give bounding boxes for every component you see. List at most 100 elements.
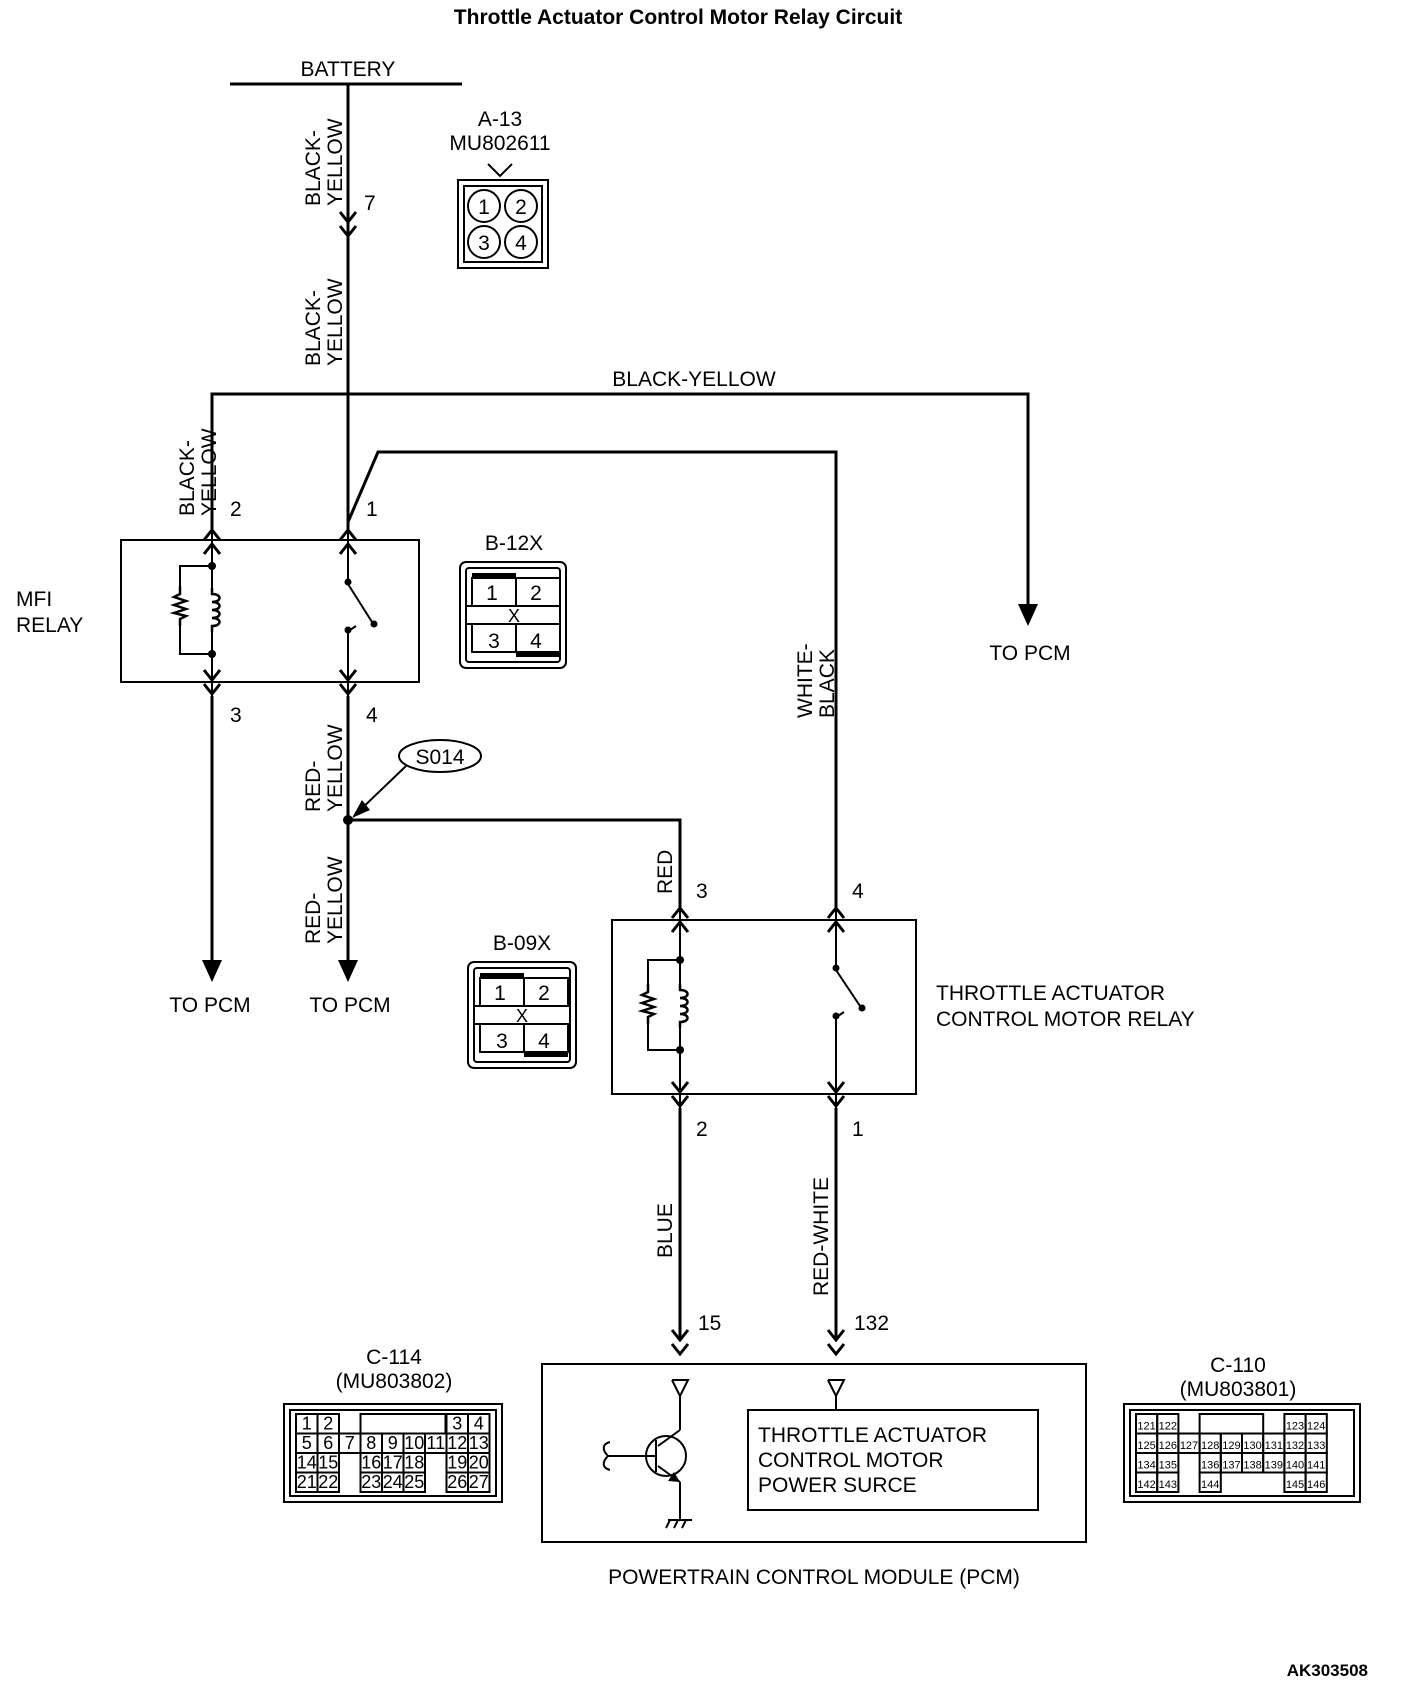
to-pcm-arrow-right bbox=[338, 960, 358, 982]
red-branch-label: RED bbox=[654, 850, 677, 894]
svg-text:YELLOW: YELLOW bbox=[324, 856, 347, 944]
mfi-pin-1: 1 bbox=[366, 498, 378, 521]
a13-pin: 1 bbox=[478, 196, 490, 219]
mfi-pin-2: 2 bbox=[230, 498, 242, 521]
svg-text:BLACK-: BLACK- bbox=[176, 440, 199, 516]
connector-pin-label: 133 bbox=[1307, 1440, 1325, 1452]
connector-pin-label: 142 bbox=[1137, 1479, 1155, 1491]
connector-pin-label: 2 bbox=[323, 1414, 333, 1434]
connector-pin-label: 4 bbox=[474, 1414, 484, 1434]
battery-pin-7: 7 bbox=[364, 192, 376, 215]
connector-pin-label: 144 bbox=[1201, 1479, 1219, 1491]
connector-pin-label: 19 bbox=[447, 1453, 467, 1473]
tac-relay-coil bbox=[640, 908, 689, 1108]
svg-text:YELLOW: YELLOW bbox=[198, 428, 221, 516]
connector-b12x: 1 2 X 3 4 bbox=[459, 561, 567, 669]
connector-pin-label: 125 bbox=[1137, 1440, 1155, 1452]
svg-text:RED: RED bbox=[654, 850, 677, 894]
red-yellow-upper-label: RED- YELLOW bbox=[302, 724, 347, 812]
pcm-inner-line-2: CONTROL MOTOR bbox=[758, 1449, 944, 1472]
connector-pin-label: 21 bbox=[297, 1472, 317, 1492]
connector-pin-label: 138 bbox=[1243, 1460, 1261, 1472]
connector-pin-label: 20 bbox=[469, 1453, 489, 1473]
connector-b09x: 1 2 X 3 4 bbox=[467, 961, 577, 1069]
battery-wire-upper-label: BLACK- YELLOW bbox=[302, 118, 347, 206]
pcm-transistor bbox=[602, 1379, 692, 1529]
connector-b09x-name: B-09X bbox=[493, 932, 551, 955]
pcm-pin-15: 15 bbox=[698, 1312, 721, 1335]
connector-pin-label: 123 bbox=[1286, 1421, 1304, 1433]
document-id: AK303508 bbox=[1287, 1661, 1368, 1680]
connector-pin-label: 13 bbox=[469, 1433, 489, 1453]
pcm-box bbox=[541, 1363, 1087, 1543]
black-yellow-bus bbox=[210, 392, 1030, 604]
pcm-pin-132: 132 bbox=[854, 1312, 889, 1335]
svg-text:RELAY: RELAY bbox=[16, 614, 83, 637]
svg-text:2: 2 bbox=[538, 982, 550, 1005]
svg-text:4: 4 bbox=[530, 630, 542, 653]
tac-relay-box bbox=[611, 919, 917, 1095]
connector-pin-label: 6 bbox=[323, 1433, 333, 1453]
connector-pin-label: 132 bbox=[1286, 1440, 1304, 1452]
svg-text:3: 3 bbox=[488, 630, 500, 653]
connector-pin-label: 124 bbox=[1307, 1421, 1325, 1433]
white-black-label: WHITE- BLACK bbox=[794, 643, 839, 718]
to-pcm-bus: TO PCM bbox=[989, 642, 1070, 665]
svg-text:BLACK-: BLACK- bbox=[302, 130, 325, 206]
connector-pin-cell bbox=[402, 1471, 426, 1493]
connector-pin-label: 10 bbox=[404, 1433, 424, 1453]
connector-pin-label: 23 bbox=[361, 1472, 381, 1492]
tac-pin-1: 1 bbox=[852, 1118, 864, 1141]
red-white-wire-label: RED-WHITE bbox=[810, 1177, 833, 1296]
connector-pin-label: 130 bbox=[1243, 1440, 1261, 1452]
connector-pin-label: 25 bbox=[404, 1472, 424, 1492]
svg-text:BLACK-: BLACK- bbox=[302, 290, 325, 366]
svg-text:CONTROL MOTOR RELAY: CONTROL MOTOR RELAY bbox=[936, 1008, 1195, 1031]
connector-pin-label: 1 bbox=[302, 1414, 312, 1434]
splice-s014-name: S014 bbox=[415, 746, 464, 769]
to-pcm-arrow-left bbox=[202, 960, 222, 982]
connector-pin-cell bbox=[1304, 1471, 1328, 1493]
connector-pin-label: 126 bbox=[1159, 1440, 1177, 1452]
connector-pin-label: 15 bbox=[318, 1453, 338, 1473]
connector-c110-part: (MU803801) bbox=[1180, 1378, 1297, 1401]
connector-pin-label: 26 bbox=[447, 1472, 467, 1492]
connector-pin-label: 7 bbox=[345, 1433, 355, 1453]
connector-pin-label: 5 bbox=[302, 1433, 312, 1453]
battery-wire-lower-label: BLACK- YELLOW bbox=[302, 278, 347, 366]
pcm-label: POWERTRAIN CONTROL MODULE (PCM) bbox=[608, 1566, 1020, 1589]
connector-pin-label: 143 bbox=[1159, 1479, 1177, 1491]
connector-pin-label: 134 bbox=[1137, 1460, 1155, 1472]
connector-pin-label: 8 bbox=[366, 1433, 376, 1453]
connector-pin-label: 136 bbox=[1201, 1460, 1219, 1472]
connector-a13: 1 2 3 4 bbox=[457, 163, 549, 269]
svg-text:THROTTLE ACTUATOR: THROTTLE ACTUATOR bbox=[936, 982, 1165, 1005]
connector-pin-label: 16 bbox=[361, 1453, 381, 1473]
connector-pin-label: 3 bbox=[452, 1414, 462, 1434]
svg-text:RED-WHITE: RED-WHITE bbox=[810, 1177, 833, 1296]
mfi-relay-label: MFI RELAY bbox=[16, 588, 83, 637]
mfi-pin-3: 3 bbox=[230, 704, 242, 727]
connector-pin-cell bbox=[467, 1471, 491, 1493]
tac-relay-label: THROTTLE ACTUATOR CONTROL MOTOR RELAY bbox=[936, 982, 1195, 1031]
connector-pin-label: 127 bbox=[1180, 1440, 1198, 1452]
connector-pin-label: 27 bbox=[469, 1472, 489, 1492]
tac-relay-switch bbox=[832, 908, 866, 1108]
a13-pin: 2 bbox=[515, 196, 527, 219]
connector-a13-name: A-13 bbox=[478, 108, 522, 131]
mfi-wire-left-label: BLACK- YELLOW bbox=[176, 428, 221, 516]
red-branch-wire bbox=[348, 818, 682, 908]
red-yellow-lower-label: RED- YELLOW bbox=[302, 856, 347, 944]
svg-text:BLACK: BLACK bbox=[816, 649, 839, 718]
svg-text:X: X bbox=[516, 1006, 528, 1026]
pcm-power-source: THROTTLE ACTUATOR CONTROL MOTOR POWER SU… bbox=[747, 1379, 1039, 1511]
svg-text:RED-: RED- bbox=[302, 893, 325, 944]
connector-pin-label: 14 bbox=[297, 1453, 317, 1473]
connector-c114-name: C-114 bbox=[366, 1346, 422, 1369]
pcm-inner-line-3: POWER SURCE bbox=[758, 1474, 917, 1497]
connector-pin-label: 137 bbox=[1222, 1460, 1240, 1472]
svg-text:1: 1 bbox=[494, 982, 506, 1005]
splice-leader-arrow bbox=[352, 800, 370, 818]
